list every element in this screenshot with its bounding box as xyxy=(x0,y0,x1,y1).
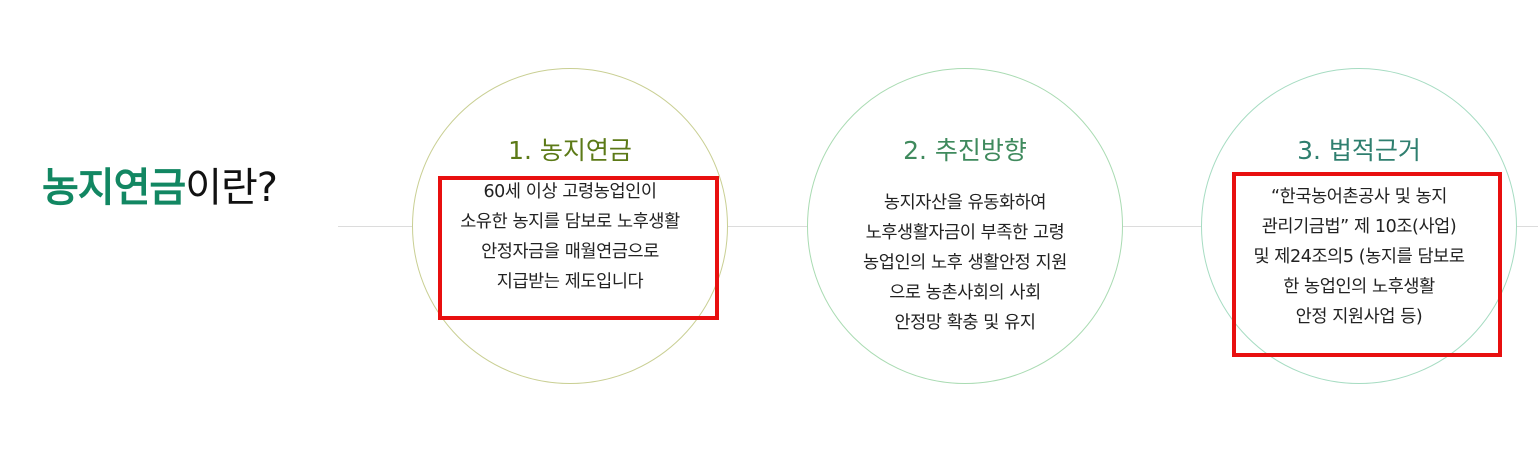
card-text-line: 농업인의 노후 생활안정 지원 xyxy=(863,253,1067,273)
card-title: 3. 법적근거 xyxy=(1297,136,1421,165)
card-text-line: 한 농업인의 노후생활 xyxy=(1283,277,1435,297)
card-text-line: 소유한 농지를 담보로 노후생활 xyxy=(460,212,680,232)
card-promotion-direction: 2. 추진방향 농지자산을 유동화하여 노후생활자금이 부족한 고령 농업인의 … xyxy=(807,68,1123,384)
card-text-line: “한국농어촌공사 및 농지 xyxy=(1271,187,1447,207)
card-title: 1. 농지연금 xyxy=(508,136,632,165)
card-description: 농지자산을 유동화하여 노후생활자금이 부족한 고령 농업인의 노후 생활안정 … xyxy=(808,188,1122,338)
card-text-line: 60세 이상 고령농업인이 xyxy=(483,182,657,202)
card-text-line: 및 제24조의5 (농지를 담보로 xyxy=(1253,247,1465,267)
card-text-line: 농지자산을 유동화하여 xyxy=(883,193,1047,213)
page-title-rest: 이란? xyxy=(185,165,278,211)
card-text-line: 관리기금법” 제 10조(사업) xyxy=(1261,217,1457,237)
page-title: 농지연금이란? xyxy=(42,158,278,218)
card-pension-definition: 1. 농지연금 60세 이상 고령농업인이 소유한 농지를 담보로 노후생활 안… xyxy=(412,68,728,384)
card-legal-basis: 3. 법적근거 “한국농어촌공사 및 농지 관리기금법” 제 10조(사업) 및… xyxy=(1201,68,1517,384)
card-description: “한국농어촌공사 및 농지 관리기금법” 제 10조(사업) 및 제24조의5 … xyxy=(1202,182,1516,332)
card-text-line: 안정 지원사업 등) xyxy=(1295,307,1423,327)
page-title-accent: 농지연금 xyxy=(42,165,186,211)
card-title: 2. 추진방향 xyxy=(903,136,1027,165)
card-description: 60세 이상 고령농업인이 소유한 농지를 담보로 노후생활 안정자금을 매월연… xyxy=(413,177,727,297)
card-text-line: 으로 농촌사회의 사회 xyxy=(889,283,1041,303)
card-text-line: 안정망 확충 및 유지 xyxy=(894,313,1036,333)
card-text-line: 안정자금을 매월연금으로 xyxy=(481,242,659,262)
card-text-line: 노후생활자금이 부족한 고령 xyxy=(865,223,1065,243)
card-text-line: 지급받는 제도입니다 xyxy=(496,272,644,292)
